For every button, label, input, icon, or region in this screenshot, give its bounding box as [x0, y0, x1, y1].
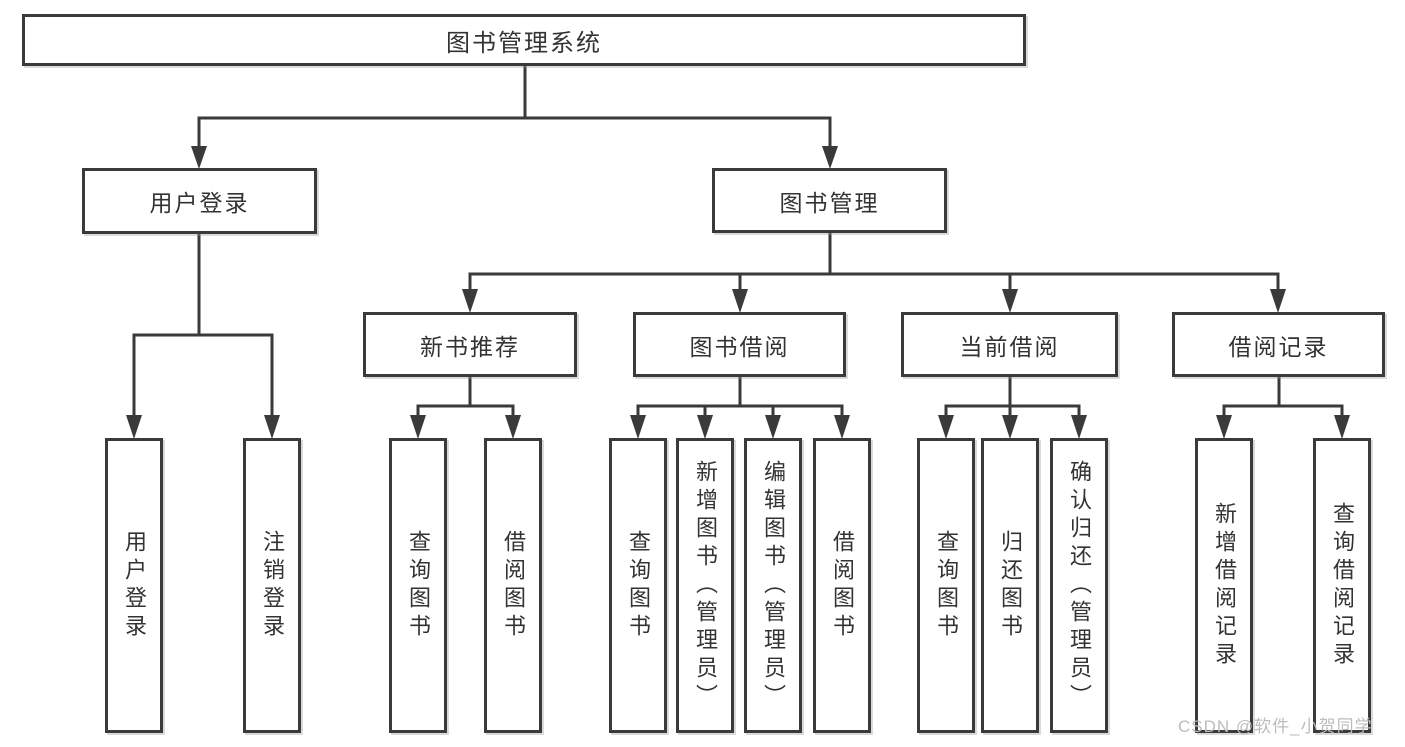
node-current-borrow: 当前借阅 — [901, 312, 1118, 377]
leaf-query-book-borrow: 查询图书 — [609, 438, 667, 733]
node-root: 图书管理系统 — [22, 14, 1026, 66]
leaf-return-book: 归还图书 — [981, 438, 1039, 733]
node-borrow-records: 借阅记录 — [1172, 312, 1385, 377]
node-book-borrow: 图书借阅 — [633, 312, 846, 377]
node-book-management: 图书管理 — [712, 168, 947, 233]
leaf-edit-book-admin: 编辑图书（管理员） — [744, 438, 802, 733]
leaf-query-book-recommend: 查询图书 — [389, 438, 447, 733]
leaf-confirm-return-admin: 确认归还（管理员） — [1050, 438, 1108, 733]
leaf-query-borrow-record: 查询借阅记录 — [1313, 438, 1371, 733]
leaf-borrow-book: 借阅图书 — [813, 438, 871, 733]
csdn-watermark: CSDN @软件_小贺同学 — [1178, 717, 1373, 736]
leaf-user-login: 用户登录 — [105, 438, 163, 733]
leaf-add-borrow-record: 新增借阅记录 — [1195, 438, 1253, 733]
arrowheads — [126, 146, 1350, 439]
node-user-login: 用户登录 — [82, 168, 317, 234]
leaf-query-book-current: 查询图书 — [917, 438, 975, 733]
node-new-book-recommend: 新书推荐 — [363, 312, 577, 377]
leaf-borrow-book-recommend: 借阅图书 — [484, 438, 542, 733]
leaf-add-book-admin: 新增图书（管理员） — [676, 438, 734, 733]
leaf-logout: 注销登录 — [243, 438, 301, 733]
